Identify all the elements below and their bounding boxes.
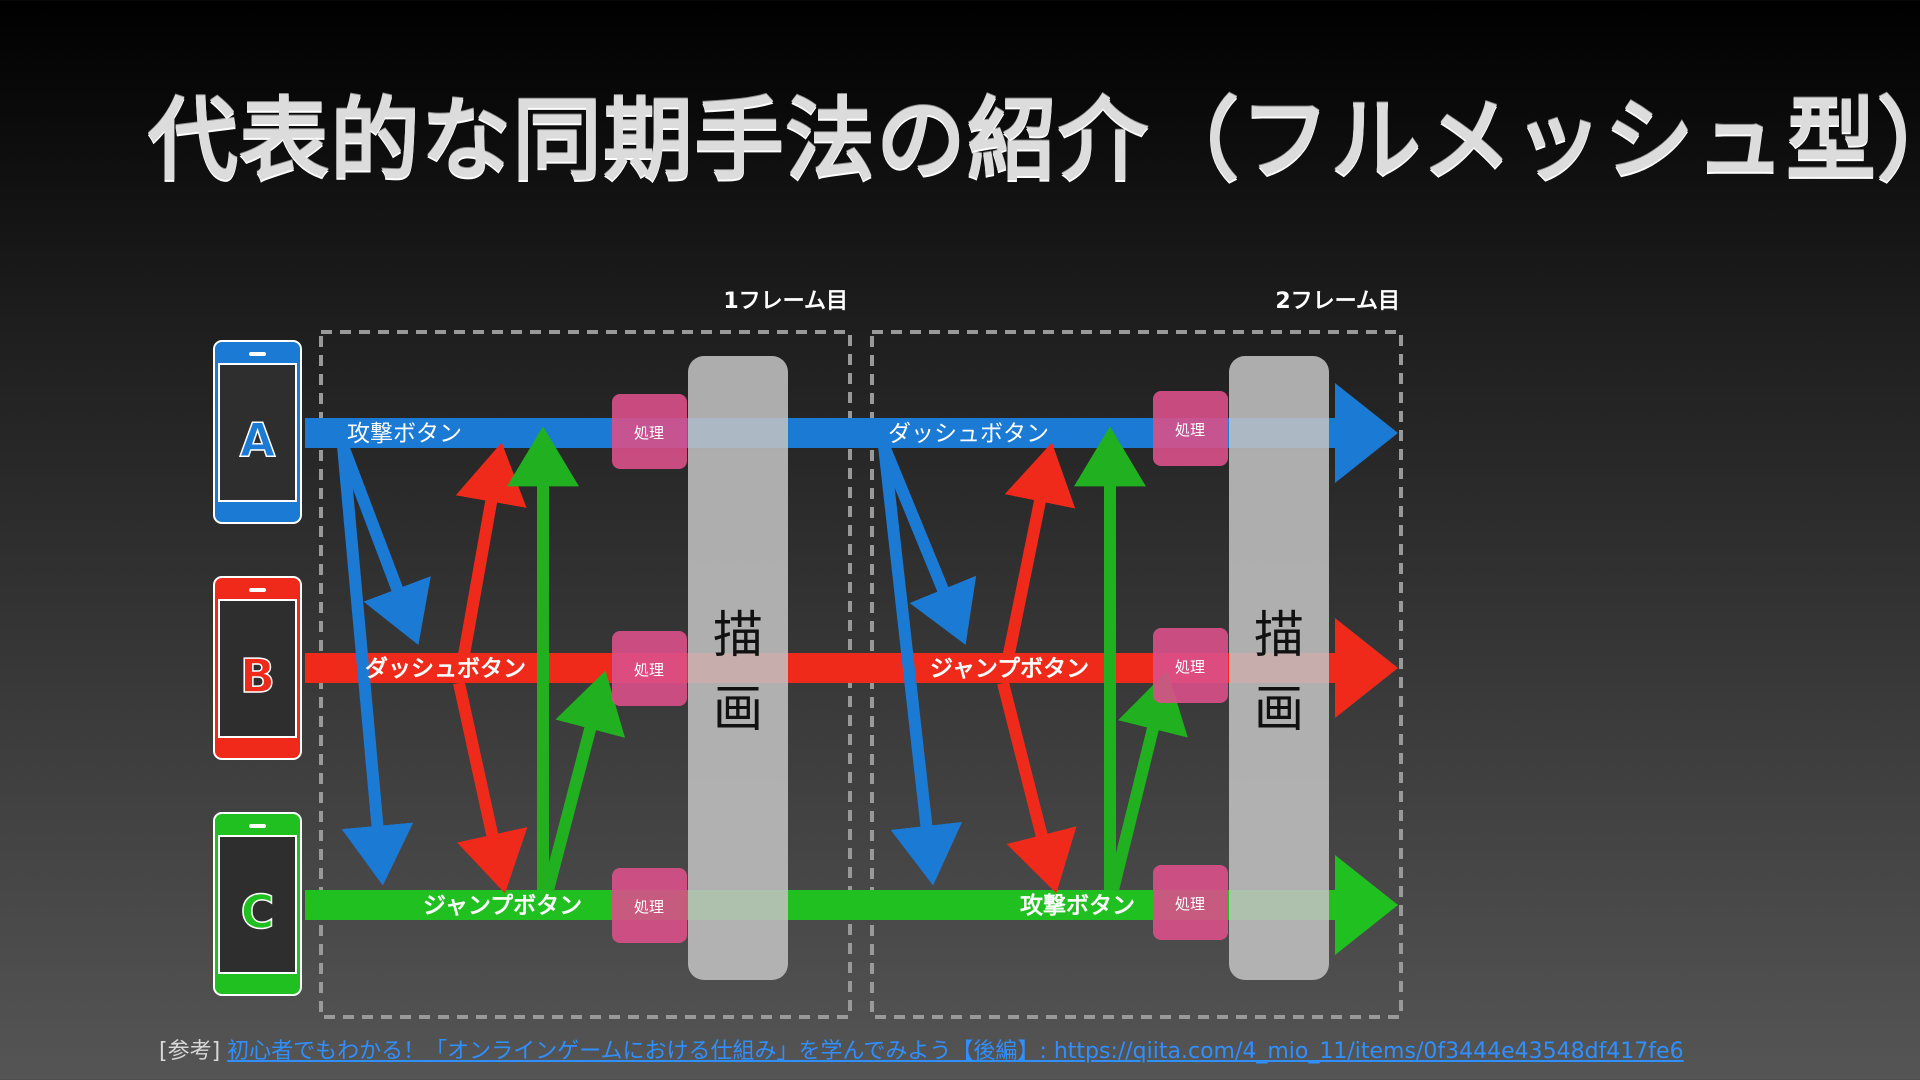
device-a: A [213, 340, 302, 524]
device-letter-a: A [240, 413, 276, 467]
device-c: C [213, 812, 302, 996]
arrow-c-to-b-frame-2 [1107, 670, 1188, 892]
processing-box-b-frame-2 [1153, 628, 1228, 703]
arrow-a-to-c-frame-2 [878, 445, 963, 886]
arrow-b-to-c-frame-1 [453, 681, 528, 894]
reference-footer: [参考] 初心者でもわかる！「オンラインゲームにおける仕組み」を学んでみよう【後… [159, 1037, 1684, 1067]
render-label-frame-1-line1: 描 [713, 606, 763, 664]
arrow-a-to-b-frame-1 [337, 443, 431, 645]
input-label-c-frame-2: 攻撃ボタン [1020, 892, 1135, 919]
processing-box-a-frame-2 [1153, 391, 1228, 466]
input-label-a-frame-1: 攻撃ボタン [347, 421, 462, 447]
input-label-b-frame-2: ジャンプボタン [930, 656, 1089, 682]
processing-box-c-frame-2 [1153, 865, 1228, 940]
sync-arrows-frame-1 [337, 426, 626, 894]
processing-label-b-frame-2: 処理 [1175, 658, 1205, 676]
device-b: B [213, 576, 302, 760]
render-label-frame-2-line1: 描 [1254, 606, 1304, 664]
processing-label-a-frame-1: 処理 [634, 424, 664, 442]
frame-label-2: 2フレーム目 [1275, 289, 1400, 314]
processing-boxes: 処理 処理 処理 処理 処理 処理 [612, 391, 1228, 943]
input-label-b-frame-1: ダッシュボタン [365, 655, 526, 682]
device-letter-c: C [241, 885, 275, 939]
render-bar-frame-1: 描 画 [688, 356, 788, 980]
processing-box-b-frame-1 [612, 631, 687, 706]
processing-label-c-frame-1: 処理 [634, 898, 664, 916]
render-label-frame-1-line2: 画 [713, 680, 763, 738]
arrow-b-to-c-frame-2 [997, 681, 1077, 894]
render-bar-frame-2: 描 画 [1229, 356, 1329, 980]
input-label-a-frame-2: ダッシュボタン [888, 421, 1049, 447]
processing-box-c-frame-1 [612, 868, 687, 943]
processing-label-b-frame-1: 処理 [634, 661, 664, 679]
arrow-b-to-a-frame-1 [453, 442, 527, 685]
input-labels: 攻撃ボタン ダッシュボタン ジャンプボタン ダッシュボタン ジャンプボタン 攻撃… [347, 421, 1135, 919]
arrow-b-to-a-frame-2 [997, 442, 1076, 685]
processing-label-a-frame-2: 処理 [1175, 421, 1205, 439]
processing-box-a-frame-1 [612, 394, 687, 469]
slide-title: 代表的な同期手法の紹介（フルメッシュ型） [148, 88, 1920, 193]
processing-label-c-frame-2: 処理 [1175, 895, 1205, 913]
render-label-frame-2-line2: 画 [1254, 680, 1304, 738]
reference-prefix: [参考] [159, 1039, 221, 1064]
input-label-c-frame-1: ジャンプボタン [423, 893, 582, 919]
device-letter-b: B [240, 649, 275, 703]
sync-arrows-frame-2 [878, 426, 1188, 894]
reference-link[interactable]: 初心者でもわかる！「オンラインゲームにおける仕組み」を学んでみよう【後編】: h… [227, 1039, 1684, 1064]
frame-label-1: 1フレーム目 [723, 289, 848, 314]
arrow-a-to-b-frame-2 [878, 443, 977, 645]
arrow-c-to-b-frame-1 [542, 670, 626, 892]
arrow-a-to-c-frame-1 [337, 445, 414, 886]
